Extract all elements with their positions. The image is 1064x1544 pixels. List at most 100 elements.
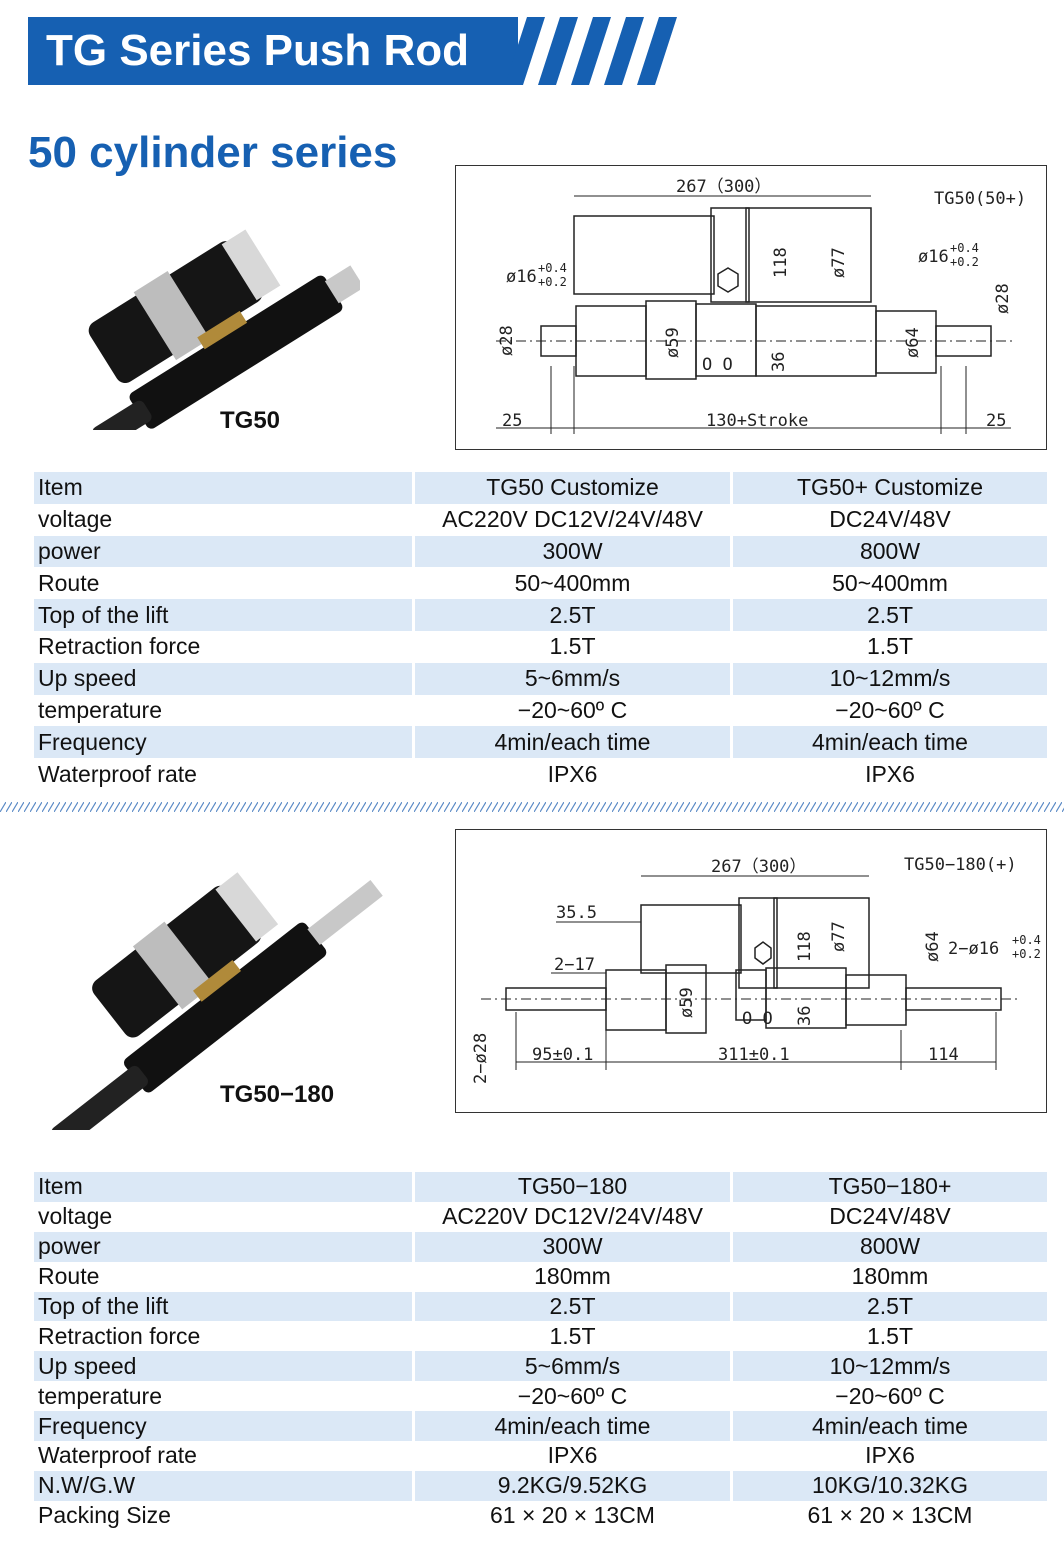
table-row-label: Retraction force: [38, 1322, 201, 1349]
dim-right-length: 114: [928, 1045, 959, 1065]
dim-hole-left-tol-up: +0.4: [538, 261, 567, 275]
table-cell: 4min/each time: [733, 1411, 1047, 1442]
dim-28-left: ø28: [497, 325, 517, 356]
table-cell: 10~12mm/s: [733, 1351, 1047, 1382]
table-header-cell: Item: [34, 1172, 412, 1202]
table-row-label: Retraction force: [38, 633, 201, 660]
dim-hole-right: ø16: [918, 247, 949, 267]
table-cell: 61 × 20 × 13CM: [807, 1502, 973, 1529]
banner-stripes-decoration: [505, 17, 677, 85]
table-cell: AC220V DC12V/24V/48V: [442, 1203, 703, 1230]
table-cell: 800W: [733, 1231, 1047, 1262]
table-row-label: Top of the lift: [34, 1291, 412, 1322]
dim-left-length: 95±0.1: [532, 1045, 593, 1065]
dim-59: ø59: [663, 327, 683, 358]
table-cell: 800W: [733, 535, 1047, 568]
dim-35-5: 35.5: [556, 903, 597, 923]
table-cell: IPX6: [865, 760, 915, 787]
table-cell: AC220V DC12V/24V/48V: [442, 506, 703, 533]
dim-oo: O O: [702, 355, 733, 375]
dim-mid-length: 311±0.1: [718, 1045, 790, 1065]
table-cell: 10KG/10.32KG: [733, 1470, 1047, 1501]
dim-77: ø77: [829, 921, 849, 952]
dim-hole-tol-up: +0.4: [1012, 933, 1041, 947]
dim-28-right: ø28: [993, 283, 1013, 314]
dim-hole-right-tol-down: +0.2: [950, 255, 979, 269]
dim-64: ø64: [923, 931, 943, 962]
table-cell: IPX6: [547, 760, 598, 787]
table-header-cell: Item: [34, 472, 412, 504]
table-row-label: N.W/G.W: [34, 1470, 412, 1501]
dim-77: ø77: [829, 247, 849, 278]
table-row-label: Waterproof rate: [38, 760, 197, 787]
table-cell: 180mm: [534, 1263, 611, 1290]
table-cell: 4min/each time: [415, 726, 730, 759]
table-row-label: power: [34, 535, 412, 568]
table-row-label: Waterproof rate: [38, 1442, 197, 1469]
table-row: Route 180mm 180mm: [34, 1262, 1047, 1292]
tg50-180-product-photo: [51, 872, 383, 1130]
table-row: temperature−20~60º C−20~60º C: [34, 695, 1047, 727]
dim-2-17: 2−17: [554, 955, 595, 975]
table-row-label: temperature: [38, 1382, 163, 1409]
table-row-label: temperature: [38, 696, 163, 723]
section-title: 50 cylinder series: [28, 128, 398, 177]
table-row-label: voltage: [38, 1203, 113, 1230]
table-row-label: Packing Size: [38, 1502, 171, 1529]
table-cell: 1.5T: [866, 1322, 914, 1349]
table-row: Packing Size 61 × 20 × 13CM 61 × 20 × 13CM: [34, 1501, 1047, 1531]
dim-hole-tol-down: +0.2: [1012, 947, 1041, 961]
table-row-label: Top of the lift: [34, 599, 412, 631]
table-cell: 300W: [415, 1231, 730, 1262]
table-row-label: voltage: [38, 506, 113, 533]
page-title: TG Series Push Rod: [46, 26, 469, 75]
table-row-label: Up speed: [34, 1351, 412, 1382]
dim-overall: 267（300）: [711, 857, 806, 877]
table-header-cell: TG50 Customize: [415, 472, 730, 504]
table-cell: 9.2KG/9.52KG: [415, 1470, 730, 1501]
table-row-label: Route: [38, 569, 100, 596]
table-row: Waterproof rate IPX6 IPX6: [34, 758, 1047, 790]
table-row: voltage AC220V DC12V/24V/48V DC24V/48V: [34, 1202, 1047, 1232]
table-cell: DC24V/48V: [829, 1203, 951, 1230]
dim-36: 36: [769, 352, 789, 372]
dim-hole-right-tol-up: +0.4: [950, 241, 979, 255]
table-cell: 5~6mm/s: [415, 1351, 730, 1382]
tg50-product-photo: [88, 229, 360, 430]
product-model-caption: TG50−180: [220, 1081, 335, 1108]
table-cell: 2.5T: [733, 1291, 1047, 1322]
dim-2-28: 2−ø28: [471, 1033, 491, 1084]
table-header-cell: TG50−180+: [733, 1172, 1047, 1202]
dim-118: 118: [771, 247, 791, 278]
table-row: temperature−20~60º C−20~60º C: [34, 1381, 1047, 1411]
table-cell: −20~60º C: [835, 1382, 945, 1409]
dim-64: ø64: [903, 327, 923, 358]
drawing-label: TG50(50+): [934, 189, 1026, 209]
dim-118: 118: [795, 931, 815, 962]
dim-hole-left: ø16: [506, 267, 537, 287]
table-cell: 180mm: [851, 1263, 929, 1290]
table-cell: 50~400mm: [514, 569, 631, 596]
table-cell: IPX6: [865, 1442, 915, 1469]
table-cell: 2.5T: [415, 599, 730, 631]
table-cell: 1.5T: [549, 633, 596, 660]
table-header-cell: TG50+ Customize: [733, 472, 1047, 504]
table-row-label: Up speed: [34, 662, 412, 695]
product-model-caption: TG50: [220, 407, 281, 434]
drawing-label: TG50−180(+): [904, 855, 1017, 875]
table-row-label: Route: [38, 1263, 100, 1290]
table-cell: 4min/each time: [415, 1411, 730, 1442]
dim-right-end: 25: [986, 411, 1006, 431]
table-cell: IPX6: [547, 1442, 598, 1469]
table-cell: 61 × 20 × 13CM: [490, 1502, 655, 1529]
